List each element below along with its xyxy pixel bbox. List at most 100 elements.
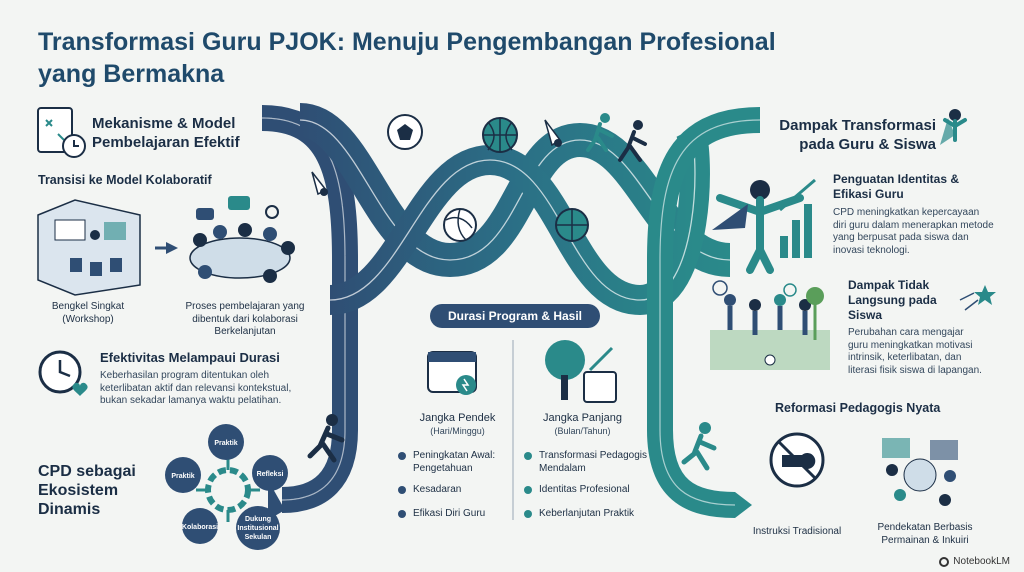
collaboration-illustration — [189, 196, 295, 283]
dampak-heading-1: Dampak Transformasi — [779, 117, 936, 134]
short-term-title: Jangka Pendek — [419, 412, 496, 424]
mekanisme-heading-1: Mekanisme & Model — [92, 115, 236, 132]
cycle-node-kolaborasi — [182, 508, 218, 544]
penguatan-heading-2: Efikasi Guru — [833, 187, 904, 201]
tidak-langsung-body-1: Perubahan cara mengajar — [848, 327, 964, 338]
list-item: Keberlanjutan Praktik — [524, 508, 654, 528]
bullet-dot — [398, 452, 406, 460]
workshop-caption-1: Bengkel Singkat — [51, 301, 125, 312]
tidak-langsung-heading-1: Dampak Tidak — [848, 278, 930, 292]
durasi-pill: Durasi Program & Hasil — [430, 304, 600, 328]
cycle-label-dukung-1: Dukung — [245, 516, 271, 523]
permainan-caption-2: Permainan & Inkuiri — [881, 534, 969, 546]
cycle-label-kolaborasi: Kolaborasi — [182, 524, 218, 531]
tidak-langsung-body: Perubahan cara mengajar guru meningkatka… — [848, 327, 1018, 377]
efektivitas-body-2: keterlibatan aktif dan relevansi konteks… — [100, 382, 292, 394]
cycle-label-dukung-2: Institusional — [237, 525, 278, 532]
list-item: Identitas Profesional — [524, 484, 654, 508]
efektivitas-body-1: Keberhasilan program ditentukan oleh — [100, 370, 269, 381]
cycle-label-praktik-left: Praktik — [171, 473, 194, 480]
short-term-sub: (Hari/Minggu) — [430, 426, 485, 436]
shuttlecock-left-icon — [311, 171, 328, 196]
runner-top-2-icon — [618, 120, 647, 162]
tidak-langsung-body-2: guru meningkatkan motivasi — [848, 339, 973, 351]
brand-logo-icon — [939, 556, 950, 567]
mekanisme-heading: Mekanisme & Model Pembelajaran Efektif — [92, 114, 240, 152]
efektivitas-heading: Efektivitas Melampaui Durasi — [100, 350, 280, 365]
workshop-caption: Bengkel Singkat (Workshop) — [28, 301, 148, 326]
runner-top-icon — [586, 113, 614, 152]
long-term-list: Transformasi Pedagogis Mendalam Identita… — [524, 450, 654, 528]
cpd-cycle-diagram: Praktik Refleksi Dukung Institusional Se… — [165, 424, 288, 550]
tidak-langsung-heading-2: Langsung pada — [848, 293, 937, 307]
efektivitas-body: Keberhasilan program ditentukan oleh ket… — [100, 370, 320, 408]
proses-caption-3: Berkelanjutan — [214, 326, 276, 337]
cycle-node-refleksi — [252, 455, 288, 491]
cycle-label-praktik-top: Praktik — [214, 440, 237, 447]
long-item-1: Transformasi Pedagogis Mendalam — [539, 450, 648, 474]
proses-caption-2: dibentuk dari kolaborasi — [192, 313, 298, 325]
title-line-2: yang Bermakna — [38, 60, 225, 88]
teacher-trophy-icon — [940, 109, 967, 145]
list-item: Transformasi Pedagogis Mendalam — [524, 450, 654, 480]
runner-left-icon — [307, 414, 345, 463]
cpd-heading-1: CPD sebagai — [38, 463, 136, 480]
cycle-label-refleksi: Refleksi — [257, 471, 284, 478]
brand-badge: NotebookLM — [939, 556, 1010, 567]
mekanisme-heading-2: Pembelajaran Efektif — [92, 134, 240, 151]
list-item: Peningkatan Awal: Pengetahuan — [398, 450, 508, 480]
long-item-2: Identitas Profesional — [539, 484, 630, 495]
coach-growth-illustration — [712, 178, 816, 274]
workshop-caption-2: (Workshop) — [62, 313, 114, 325]
penguatan-body-2: diri guru dalam menerapkan metode — [833, 219, 994, 231]
workshop-illustration — [37, 199, 141, 296]
efektivitas-body-3: bukan sekadar lamanya waktu pelatihan. — [100, 395, 282, 406]
tidak-langsung-body-4: literasi fisik siswa di lapangan. — [848, 364, 982, 376]
long-term-sub: (Bulan/Tahun) — [554, 426, 611, 436]
reformasi-heading: Reformasi Pedagogis Nyata — [775, 401, 941, 415]
soccer-ball-icon — [387, 114, 423, 150]
bullet-dot — [524, 452, 532, 460]
short-item-1: Peningkatan Awal: Pengetahuan — [413, 450, 496, 474]
cycle-node-praktik-left — [165, 457, 201, 493]
tidak-langsung-heading-3: Siswa — [848, 308, 883, 322]
penguatan-body-1: CPD meningkatkan kepercayaan — [833, 207, 980, 218]
brand-label: NotebookLM — [953, 556, 1010, 567]
title-line-1: Transformasi Guru PJOK: Menuju Pengemban… — [38, 28, 776, 56]
penguatan-heading: Penguatan Identitas & Efikasi Guru — [833, 172, 959, 202]
volleyball-icon — [443, 208, 477, 242]
permainan-caption-1: Pendekatan Berbasis — [877, 522, 973, 533]
tidak-langsung-body-3: intrinsik, keterlibatan, dan — [848, 352, 962, 363]
tree-growth-icon — [545, 340, 617, 403]
calendar-icon — [427, 351, 477, 395]
game-inquiry-illustration — [882, 438, 958, 506]
tidak-langsung-heading: Dampak Tidak Langsung pada Siswa — [848, 278, 937, 323]
page-title: Transformasi Guru PJOK: Menuju Pengemban… — [38, 26, 776, 90]
penguatan-heading-1: Penguatan Identitas & — [833, 172, 960, 186]
penguatan-body-3: yang berpusat pada siswa dan — [833, 232, 969, 243]
tradisional-caption: Instruksi Tradisional — [752, 526, 842, 537]
students-field-illustration — [710, 280, 830, 370]
proses-caption-1: Proses pembelajaran yang — [185, 301, 305, 312]
runner-right-icon — [681, 422, 717, 471]
long-term-header: Jangka Panjang (Bulan/Tahun) — [530, 412, 635, 436]
star-icon — [959, 285, 996, 311]
long-item-3: Keberlanjutan Praktik — [539, 508, 635, 519]
bullet-dot — [398, 510, 406, 518]
cpd-heading-3: Dinamis — [38, 501, 101, 518]
penguatan-body: CPD meningkatkan kepercayaan diri guru d… — [833, 207, 1013, 257]
cpd-heading: CPD sebagai Ekosistem Dinamis — [38, 462, 136, 519]
short-item-2: Kesadaran — [413, 484, 462, 495]
no-whistle-icon — [769, 432, 825, 488]
penguatan-body-4: inovasi teknologi. — [833, 244, 910, 256]
cycle-node-dukung — [236, 506, 280, 550]
list-item: Kesadaran — [398, 484, 508, 508]
clock-heart-icon — [38, 350, 88, 396]
permainan-caption: Pendekatan Berbasis Permainan & Inkuiri — [870, 522, 980, 547]
transisi-heading: Transisi ke Model Kolaboratif — [38, 173, 212, 187]
bullet-dot — [524, 486, 532, 494]
short-item-3: Efikasi Diri Guru — [413, 508, 486, 519]
clipboard-tactics-icon — [37, 107, 86, 158]
arrow-right-head — [735, 492, 752, 518]
bullet-dot — [524, 510, 532, 518]
